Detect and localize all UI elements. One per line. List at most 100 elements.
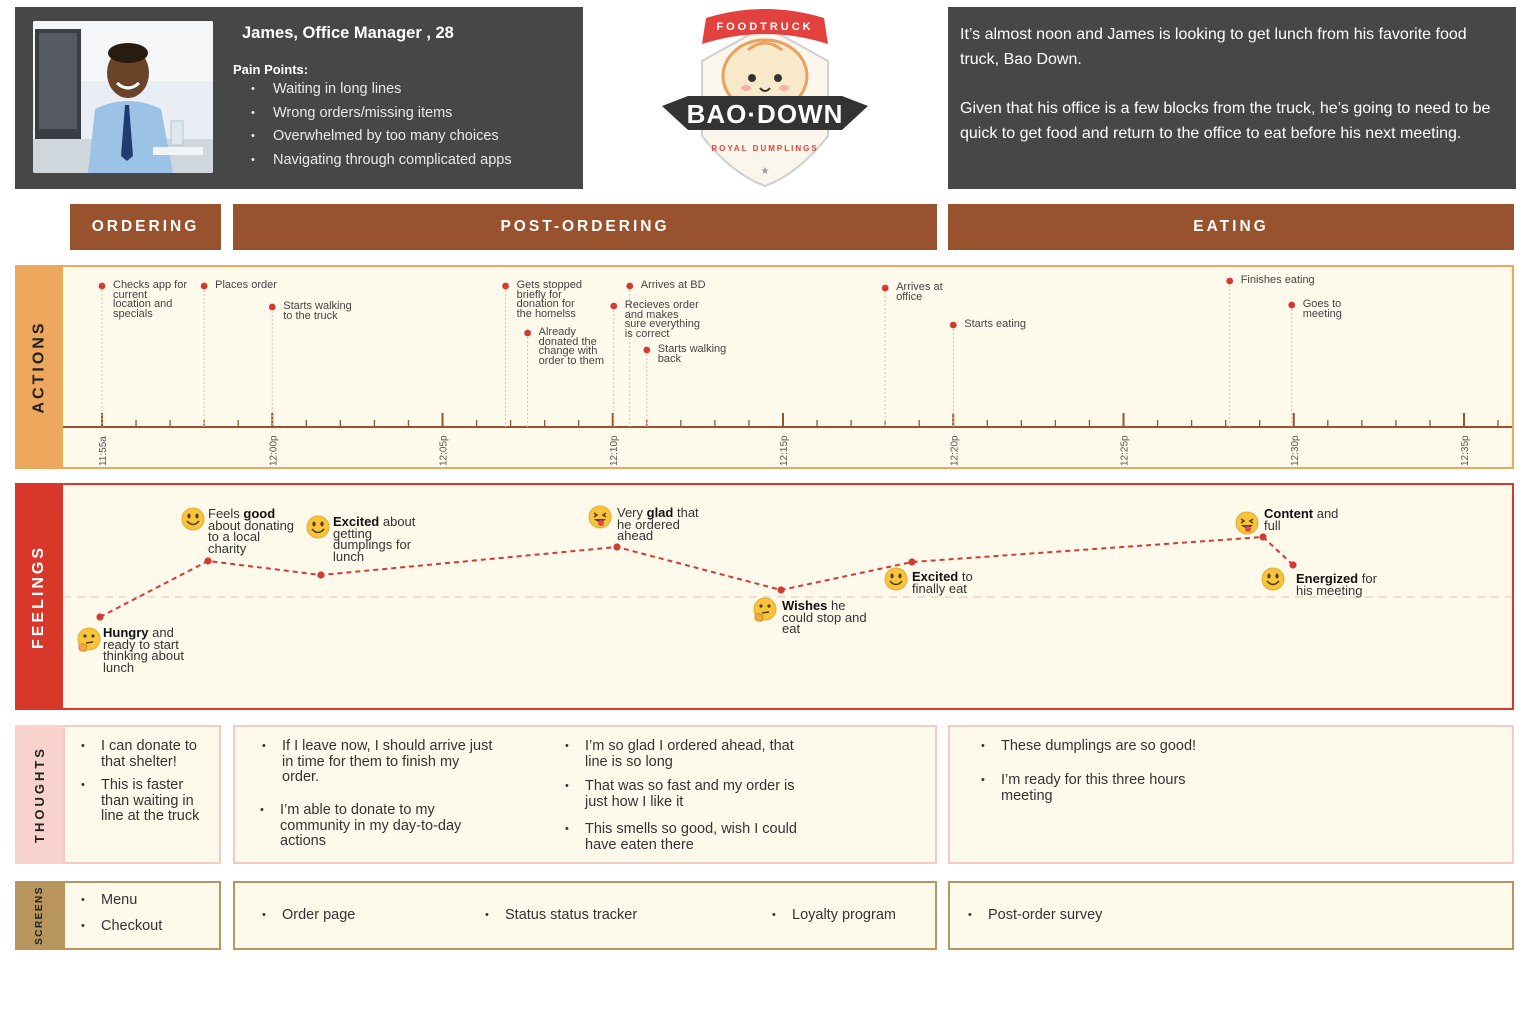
thought-item: These dumplings are so good! — [1001, 739, 1196, 755]
feeling-label: Very glad that he ordered ahead — [617, 507, 699, 542]
feeling-dot — [96, 613, 103, 620]
scenario-paragraph-2: Given that his office is a few blocks fr… — [960, 97, 1500, 146]
action-dot — [882, 285, 889, 292]
thought-item: I’m ready for this three hours meeting — [1001, 773, 1186, 804]
screen-item: Loyalty program — [792, 908, 896, 924]
thoughts-post-ordering: If I leave now, I should arrive just in … — [233, 725, 937, 864]
action-label: Gets stopped briefly for donation for th… — [517, 281, 582, 319]
actions-panel: 11:55a 12:00p 12:05p 12:10p 12:15p 12:20p 12:2… — [63, 265, 1514, 469]
smiling-face-icon — [307, 516, 329, 538]
logo-top-text: FOODTRUCK — [716, 21, 813, 33]
action-label: Checks app for current location and spec… — [113, 281, 187, 319]
persona-photo — [33, 21, 213, 173]
actions-row-label: ACTIONS — [15, 265, 63, 469]
thought-item: That was so fast and my order is just ho… — [585, 779, 795, 810]
scenario-paragraph-1: It’s almost noon and James is looking to… — [960, 23, 1500, 72]
thought-item: If I leave now, I should arrive just in … — [282, 739, 492, 786]
pain-points-title: Pain Points: — [233, 62, 308, 77]
tick-label: 12:05p — [439, 435, 450, 466]
thought-item: I’m so glad I ordered ahead, that line i… — [585, 739, 794, 770]
action-dot — [1226, 278, 1233, 285]
action-label: Arrives at office — [896, 283, 942, 302]
action-dot — [1288, 302, 1295, 309]
persona-card: James, Office Manager , 28 Pain Points: … — [15, 7, 583, 189]
feeling-dot — [317, 571, 324, 578]
pain-point: Wrong orders/missing items — [251, 105, 512, 129]
action-label: Places order — [215, 281, 277, 291]
screens-eating: Post-order survey — [948, 881, 1514, 950]
feeling-label: Energized for his meeting — [1296, 573, 1377, 596]
action-label: Starts walking to the truck — [283, 302, 351, 321]
pain-point: Waiting in long lines — [251, 81, 512, 105]
tongue-face-icon — [1236, 512, 1258, 534]
feeling-dot — [1289, 561, 1296, 568]
screens-post-ordering: Order page Status status tracker Loyalty… — [233, 881, 937, 950]
pain-points-list: Waiting in long lines Wrong orders/missi… — [251, 81, 512, 175]
smiling-face-icon — [182, 508, 204, 530]
persona-name: James, Office Manager , 28 — [242, 24, 454, 43]
feeling-dot — [613, 543, 620, 550]
feeling-label: Excited to finally eat — [912, 571, 973, 594]
scenario-card: It’s almost noon and James is looking to… — [948, 7, 1516, 189]
action-dot — [643, 347, 650, 354]
thinking-face-icon — [754, 598, 776, 621]
thoughts-ordering: I can donate to that shelter! This is fa… — [63, 725, 221, 864]
feelings-panel: Hungry and ready to start thinking about… — [63, 483, 1514, 710]
phase-post-ordering: POST-ORDERING — [233, 204, 937, 250]
tick-label: 12:35p — [1460, 435, 1471, 466]
feelings-row-label: FEELINGS — [15, 483, 63, 710]
action-dot — [524, 330, 531, 337]
thought-item: This smells so good, wish I could have e… — [585, 822, 797, 853]
thinking-face-icon — [78, 628, 100, 651]
action-dot — [99, 283, 106, 290]
smiling-face-icon — [1262, 568, 1284, 590]
thoughts-row-label: THOUGHTS — [15, 725, 63, 864]
action-dot — [626, 283, 633, 290]
screens-ordering: Menu Checkout — [63, 881, 221, 950]
tick-label: 12:20p — [949, 435, 960, 466]
thought-item: I can donate to that shelter! — [101, 739, 197, 770]
tongue-face-icon — [589, 506, 611, 528]
action-dot — [269, 304, 276, 311]
logo-main-text: BAO·DOWN — [687, 99, 844, 129]
action-label: Already donated the change with order to… — [539, 328, 604, 366]
screen-item: Order page — [282, 908, 355, 924]
tick-label: 12:00p — [268, 435, 279, 466]
thought-item: I’m able to donate to my community in my… — [280, 803, 461, 850]
tick-label: 12:25p — [1120, 435, 1131, 466]
feeling-dot — [204, 557, 211, 564]
tick-label: 11:55a — [98, 436, 109, 466]
logo-bottom-text: ROYAL DUMPLINGS — [711, 144, 818, 153]
star-icon: ★ — [761, 166, 770, 177]
pain-point: Navigating through complicated apps — [251, 152, 512, 176]
bao-down-logo: FOODTRUCK BAO·DOWN ROYAL DUMPLINGS ★ — [658, 6, 872, 191]
screen-item: Post-order survey — [988, 908, 1102, 924]
feeling-label: Excited about getting dumplings for lunc… — [333, 516, 415, 562]
action-label: Recieves order and makes sure everything… — [625, 301, 700, 339]
smiling-face-icon — [885, 568, 907, 590]
screen-item: Checkout — [101, 919, 162, 935]
action-label: Arrives at BD — [641, 281, 706, 291]
feeling-label: Content and full — [1264, 508, 1338, 531]
action-dot — [502, 283, 509, 290]
action-dot — [950, 322, 957, 329]
tick-label: 12:10p — [609, 435, 620, 466]
action-label: Starts eating — [964, 320, 1026, 330]
feeling-dot — [908, 558, 915, 565]
tick-label: 12:30p — [1290, 435, 1301, 466]
tick-label: 12:15p — [779, 435, 790, 466]
feeling-label: Feels good about donating to a local cha… — [208, 508, 294, 554]
screen-item: Menu — [101, 893, 137, 909]
action-label: Finishes eating — [1241, 276, 1315, 286]
feeling-dot — [777, 586, 784, 593]
action-label: Goes to meeting — [1303, 300, 1342, 319]
screens-row-label: SCREENS — [15, 881, 63, 950]
feeling-dot — [1259, 533, 1266, 540]
phase-ordering: ORDERING — [70, 204, 221, 250]
action-dot — [201, 283, 208, 290]
thoughts-eating: These dumplings are so good! I’m ready f… — [948, 725, 1514, 864]
phase-eating: EATING — [948, 204, 1514, 250]
thought-item: This is faster than waiting in line at t… — [101, 778, 199, 825]
screen-item: Status status tracker — [505, 908, 637, 924]
action-label: Starts walking back — [658, 345, 726, 364]
